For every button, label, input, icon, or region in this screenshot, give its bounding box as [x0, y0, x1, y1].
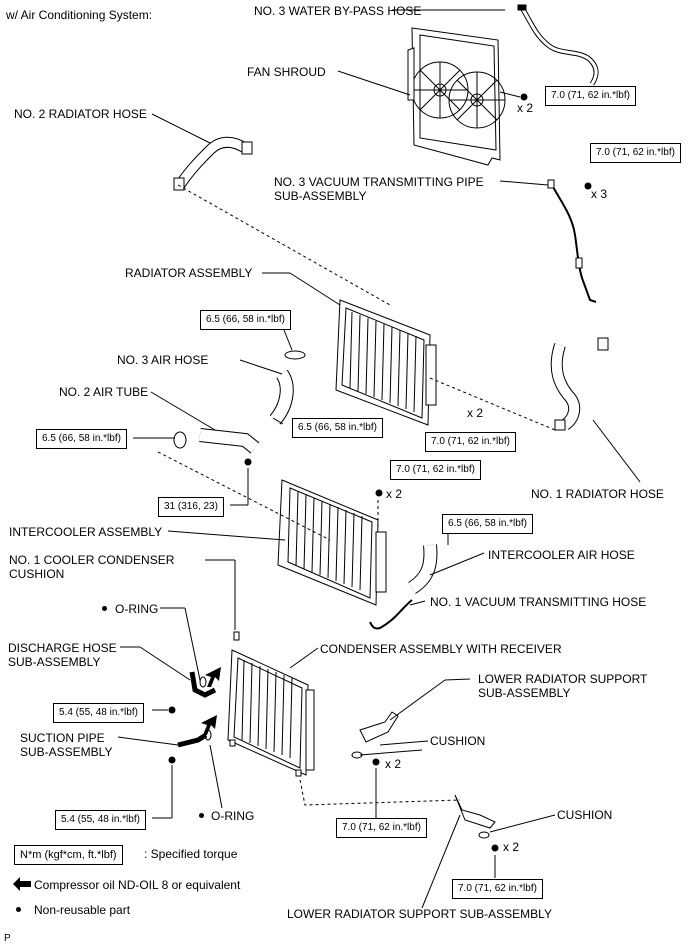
no1-radiator-hose: [550, 337, 609, 431]
no3-vacuum-pipe: [547, 179, 597, 303]
torque-intercooler-bolt: 7.0 (71, 62 in.*lbf): [390, 460, 481, 480]
torque-air-hose-top: 6.5 (66, 58 in.*lbf): [200, 310, 291, 330]
cushion-2-shape: [478, 831, 490, 839]
legend-oil-desc: Compressor oil ND-OIL 8 or equivalent: [34, 878, 241, 892]
torque-vacuum-pipe: 7.0 (71, 62 in.*lbf): [590, 143, 681, 163]
torque-discharge-bolt: 5.4 (55, 48 in.*lbf): [53, 703, 144, 723]
label-no1-cooler-condenser-cushion: NO. 1 COOLER CONDENSER CUSHION: [9, 553, 175, 581]
label-no2-air-tube: NO. 2 AIR TUBE: [59, 385, 149, 399]
label-no3-vacuum-pipe: NO. 3 VACUUM TRANSMITTING PIPE SUB-ASSEM…: [274, 175, 484, 203]
qty-radiator: x 2: [467, 406, 484, 420]
nonreusable-bullet: [199, 813, 204, 818]
legend-torque-desc: : Specified torque: [144, 847, 238, 861]
no3-air-hose: [269, 350, 306, 425]
label-o-ring-bottom: O-RING: [211, 809, 255, 823]
alignment-lines: [157, 184, 556, 806]
label-cushion-2: CUSHION: [557, 808, 613, 822]
qty-support-2: x 2: [503, 840, 520, 854]
nonreusable-bullet: [102, 606, 107, 611]
label-discharge-hose: DISCHARGE HOSE SUB-ASSEMBLY: [8, 641, 117, 669]
label-no3-air-hose: NO. 3 AIR HOSE: [117, 353, 209, 367]
oil-arrow-icon: [201, 715, 217, 735]
torque-air-tube-bolt: 31 (316, 23): [158, 497, 224, 517]
label-o-ring-top: O-RING: [115, 602, 159, 616]
label-fan-shroud: FAN SHROUD: [247, 65, 326, 79]
qty-intercooler: x 2: [386, 487, 403, 501]
label-condenser-assembly: CONDENSER ASSEMBLY WITH RECEIVER: [320, 642, 562, 656]
label-no1-radiator-hose: NO. 1 RADIATOR HOSE: [531, 487, 664, 501]
figure-code: P: [4, 933, 11, 944]
torque-intercooler-hose: 6.5 (66, 58 in.*lbf): [442, 514, 533, 534]
torque-support-bolt-2: 7.0 (71, 62 in.*lbf): [452, 879, 543, 899]
label-intercooler-air-hose: INTERCOOLER AIR HOSE: [488, 548, 635, 562]
qty-support-1: x 2: [385, 757, 402, 771]
qty-vacuum-pipe: x 3: [591, 187, 608, 201]
torque-air-tube-clamp: 6.5 (66, 58 in.*lbf): [36, 429, 127, 449]
torque-fan-shroud: 7.0 (71, 62 in.*lbf): [545, 86, 636, 106]
label-no3-water-bypass-hose: NO. 3 WATER BY-PASS HOSE: [254, 4, 422, 18]
legend-nonreusable-bullet: [16, 907, 21, 912]
oil-arrow-icon: [205, 667, 221, 687]
condenser-core: [227, 649, 315, 776]
torque-suction-bolt: 5.4 (55, 48 in.*lbf): [55, 810, 146, 830]
label-suction-pipe: SUCTION PIPE SUB-ASSEMBLY: [20, 731, 113, 759]
section-header: w/ Air Conditioning System:: [6, 8, 153, 22]
torque-support-bolt-1: 7.0 (71, 62 in.*lbf): [336, 818, 427, 838]
fan-shroud: [407, 27, 506, 166]
leader-lines: [117, 9, 641, 909]
legend-oil-arrow-icon: [13, 877, 31, 891]
label-cushion-1: CUSHION: [430, 734, 486, 748]
qty-fan-shroud: x 2: [517, 101, 534, 115]
torque-radiator-bolt: 7.0 (71, 62 in.*lbf): [425, 432, 516, 452]
label-no2-radiator-hose: NO. 2 RADIATOR HOSE: [14, 107, 147, 121]
label-no1-vacuum-hose: NO. 1 VACUUM TRANSMITTING HOSE: [430, 595, 647, 609]
no2-air-tube: [173, 428, 260, 454]
legend-nonreusable-desc: Non-reusable part: [34, 903, 131, 917]
lower-support-1: [359, 711, 399, 743]
discharge-hose: [189, 671, 217, 698]
radiator-core: [335, 299, 437, 426]
no1-vacuum-hose: [369, 599, 413, 630]
label-radiator-assembly: RADIATOR ASSEMBLY: [125, 266, 253, 280]
label-intercooler-assembly: INTERCOOLER ASSEMBLY: [9, 525, 163, 539]
legend-torque-unit: N*m (kgf*cm, ft.*lbf): [14, 845, 123, 865]
intercooler-core: [277, 479, 387, 606]
label-lower-support-top: LOWER RADIATOR SUPPORT SUB-ASSEMBLY: [478, 672, 648, 700]
torque-air-hose-clamp: 6.5 (66, 58 in.*lbf): [292, 418, 383, 438]
lower-support-2: [454, 794, 496, 829]
intercooler-air-hose: [407, 544, 438, 594]
label-lower-support-bottom: LOWER RADIATOR SUPPORT SUB-ASSEMBLY: [287, 907, 552, 921]
no2-radiator-hose: [173, 136, 253, 191]
water-bypass-hose: [517, 4, 599, 86]
